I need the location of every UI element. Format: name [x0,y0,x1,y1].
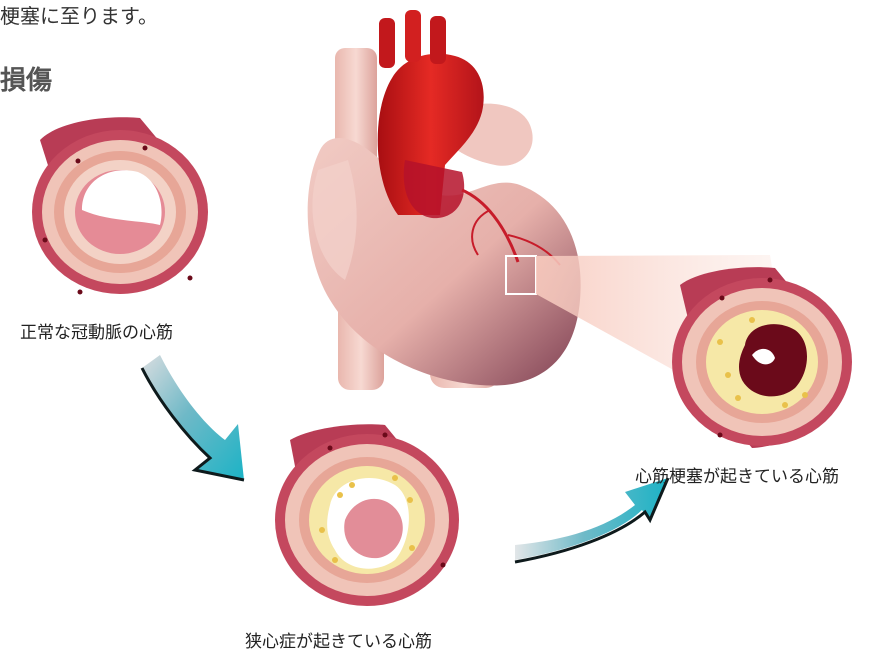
aortic-branch-3 [430,16,446,64]
heart-illustration [308,10,581,390]
arrow-angina-to-infarction [515,478,668,562]
angina-artery-illustration [275,424,459,606]
arrow-normal-to-angina [142,355,244,480]
caption-angina: 狭心症が起きている心筋 [245,627,432,652]
aortic-branch-2 [405,10,421,62]
normal-artery-illustration [32,117,208,294]
caption-infarction: 心筋梗塞が起きている心筋 [635,462,839,487]
caption-normal: 正常な冠動脈の心筋 [20,318,173,343]
infarction-artery-illustration [672,267,852,448]
aortic-branch-1 [379,18,395,68]
